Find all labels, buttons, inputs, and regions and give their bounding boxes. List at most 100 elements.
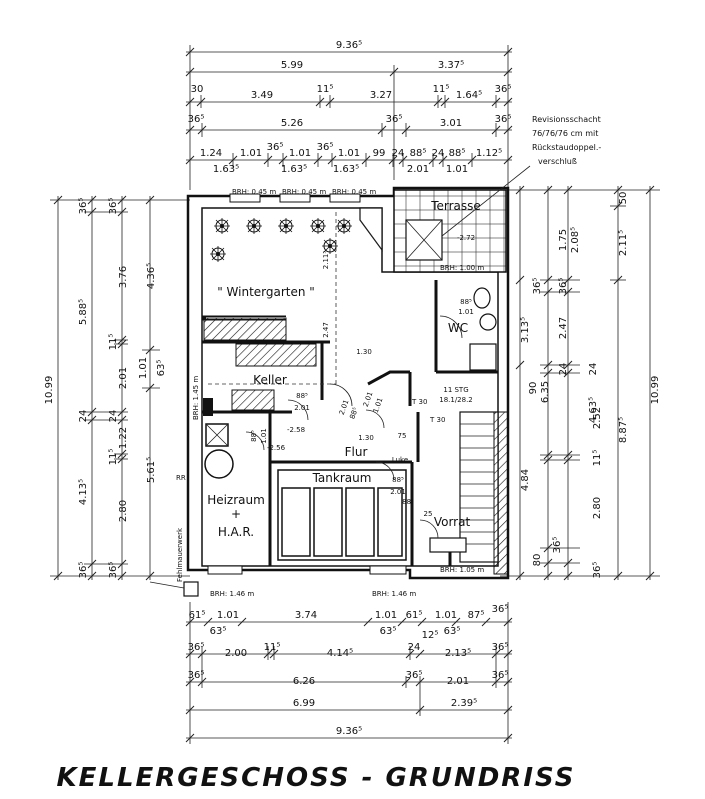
dim-top-r5b: 1.63⁵ <box>333 164 359 175</box>
dim-bottom-r1b: 63⁵ <box>210 626 227 637</box>
dim-bottom-r1: 61⁵ <box>189 610 206 621</box>
dim-bottom-r1: 1.01 <box>217 610 239 621</box>
level-terrasse: -2.72 <box>457 234 475 242</box>
room-flur: Flur <box>345 445 368 459</box>
room-heizraum-plus: + <box>231 507 241 521</box>
dim-left-c2: 36⁵ <box>78 562 89 579</box>
dim-bottom-r1: 1.01 <box>435 610 457 621</box>
dim-top-r5b: 2.01 <box>407 164 429 175</box>
dim-top-r5b: 1.01 <box>446 164 468 175</box>
dim-left-c2: 4.13⁵ <box>78 479 89 505</box>
dim-bottom-r1b: 63⁵ <box>444 626 461 637</box>
top-dimensions: 9.36⁵ 5.99 3.37⁵ 30 3.49 11⁵ 3.27 11⁵ 1.… <box>185 40 513 190</box>
dim-inner: 1.30 <box>358 434 374 442</box>
dim-inner: 25 <box>424 510 433 518</box>
dim-left-c3: 36⁵ <box>108 198 119 215</box>
plant-icon <box>336 218 352 234</box>
staircase <box>459 411 499 563</box>
dim-inner: 75 <box>398 432 407 440</box>
dim-inner: 2.01 <box>338 399 351 416</box>
room-har: H.A.R. <box>218 525 254 539</box>
note-t30-2: T 30 <box>429 416 445 424</box>
walls <box>149 186 510 597</box>
toilet-icon <box>473 287 491 309</box>
note-brh-top-2: BRH: 0.45 m <box>282 188 326 196</box>
dim-inner: 88⁵ <box>460 298 472 306</box>
dim-inner: 88⁵ <box>296 392 308 400</box>
dim-top-r4: 3.01 <box>440 118 462 129</box>
plant-icons <box>210 218 352 262</box>
dim-right-total: 10.99 <box>650 376 661 405</box>
dim-inner: 88⁵ <box>250 430 258 442</box>
annotations: Revisionsschacht 76/76/76 cm mit Rücksta… <box>176 115 601 598</box>
dim-right-c4: 2.80 <box>592 497 603 519</box>
dim-bottom-r2: 36⁵ <box>492 642 509 653</box>
dim-top-r2: 3.37⁵ <box>438 60 464 71</box>
dim-right-c5: 4.63⁵ <box>588 397 599 423</box>
dim-bottom-r2: 11⁵ <box>264 642 281 653</box>
dim-inner: 88⁵ <box>348 406 360 420</box>
dim-top-r5: 36⁵ <box>317 142 334 153</box>
dim-inner: 2.01 <box>362 391 375 408</box>
right-dimensions: 50 2.11⁵ 8.87⁵ 10.99 2.08⁵ 3.13⁵ 6.35 4.… <box>500 185 661 581</box>
note-brh-top-3: BRH: 0.45 m <box>332 188 376 196</box>
dim-inner: 1.01 <box>260 428 268 444</box>
note-t30-1: T 30 <box>411 398 427 406</box>
dim-bottom-r4: 6.99 <box>293 698 315 709</box>
dim-top-r5: 1.01 <box>338 148 360 159</box>
dim-right-c3: 3.13⁵ <box>520 317 531 343</box>
note-revision-1: Revisionsschacht <box>532 115 601 124</box>
boiler-icon <box>204 449 234 479</box>
dim-bottom-r1b: 12⁵ <box>422 630 439 641</box>
note-brh-terrace: BRH: 1.00 m <box>440 264 484 272</box>
washbasin-icon <box>479 313 497 331</box>
dim-left-c3: 2.80 <box>118 500 129 522</box>
dim-top-r5b: 1.63⁵ <box>213 164 239 175</box>
plant-icon <box>246 218 262 234</box>
dim-right-c4: 11⁵ <box>592 450 603 467</box>
dim-top-r5: 36⁵ <box>267 142 284 153</box>
dim-top-r5: 24 <box>432 148 445 159</box>
dim-inner: 1.01 <box>372 397 385 414</box>
stair-treads <box>460 423 494 545</box>
dim-inner: 1.01 <box>458 308 474 316</box>
plant-icon <box>310 218 326 234</box>
dim-top-r4: 36⁵ <box>386 114 403 125</box>
dim-bottom-r2: 2.00 <box>225 648 247 659</box>
level-marks: -2.72 -2.58 -2.56 <box>267 234 475 452</box>
dim-bottom-r2: 4.14⁵ <box>327 648 353 659</box>
dim-left-c4: 63⁵ <box>156 360 167 377</box>
dim-left-c3: 11⁵ <box>108 334 119 351</box>
dim-top-r3: 11⁵ <box>433 84 450 95</box>
dim-top-r5: 99 <box>373 148 386 159</box>
dim-right-c2: 8.87⁵ <box>618 417 629 443</box>
dim-left-c3: 1.22 <box>118 427 129 449</box>
dim-inner: 88⁵ <box>392 476 404 484</box>
dim-right-c2: 50 <box>618 192 629 205</box>
dim-left-c3: 36⁵ <box>108 562 119 579</box>
dim-right-c4: 1.75 <box>558 229 569 251</box>
dim-bottom-r3: 36⁵ <box>406 670 423 681</box>
note-brh-bottom-2: BRH: 1.46 m <box>372 590 416 598</box>
inner-dimensions: 2.11⁵ 2.47 1.30 1.30 88⁵ 2.01 88⁵ 2.01 1… <box>250 251 474 518</box>
dim-top-r5: 1.24 <box>200 148 222 159</box>
dim-right-c4: 2.47 <box>558 317 569 339</box>
dim-right-c4: 2.52 <box>592 407 603 429</box>
dim-bottom-r3: 36⁵ <box>188 670 205 681</box>
dim-bottom-r1: 3.74 <box>295 610 317 621</box>
dim-bottom-r1: 36⁵ <box>492 604 509 615</box>
dim-right-c4: 36⁵ <box>592 562 603 579</box>
shelf <box>235 343 317 367</box>
dim-top-total: 9.36⁵ <box>336 40 362 51</box>
dim-top-r5: 88⁵ <box>410 148 427 159</box>
dim-bottom-r2: 2.13⁵ <box>445 648 471 659</box>
dim-bottom-r1: 1.01 <box>375 610 397 621</box>
bottom-dimensions: 61⁵ 1.01 3.74 1.01 61⁵ 1.01 87⁵ 36⁵ 63⁵ … <box>185 602 513 744</box>
dim-bottom-r4: 2.39⁵ <box>451 698 477 709</box>
dim-left-c4: 5.61⁵ <box>146 457 157 483</box>
dim-bottom-r3: 2.01 <box>447 676 469 687</box>
note-brh-bottom-1: BRH: 1.46 m <box>210 590 254 598</box>
dim-top-r5b: 1.63⁵ <box>281 164 307 175</box>
dim-top-r5: 24 <box>392 148 405 159</box>
dim-right-c5: 24 <box>588 363 599 376</box>
